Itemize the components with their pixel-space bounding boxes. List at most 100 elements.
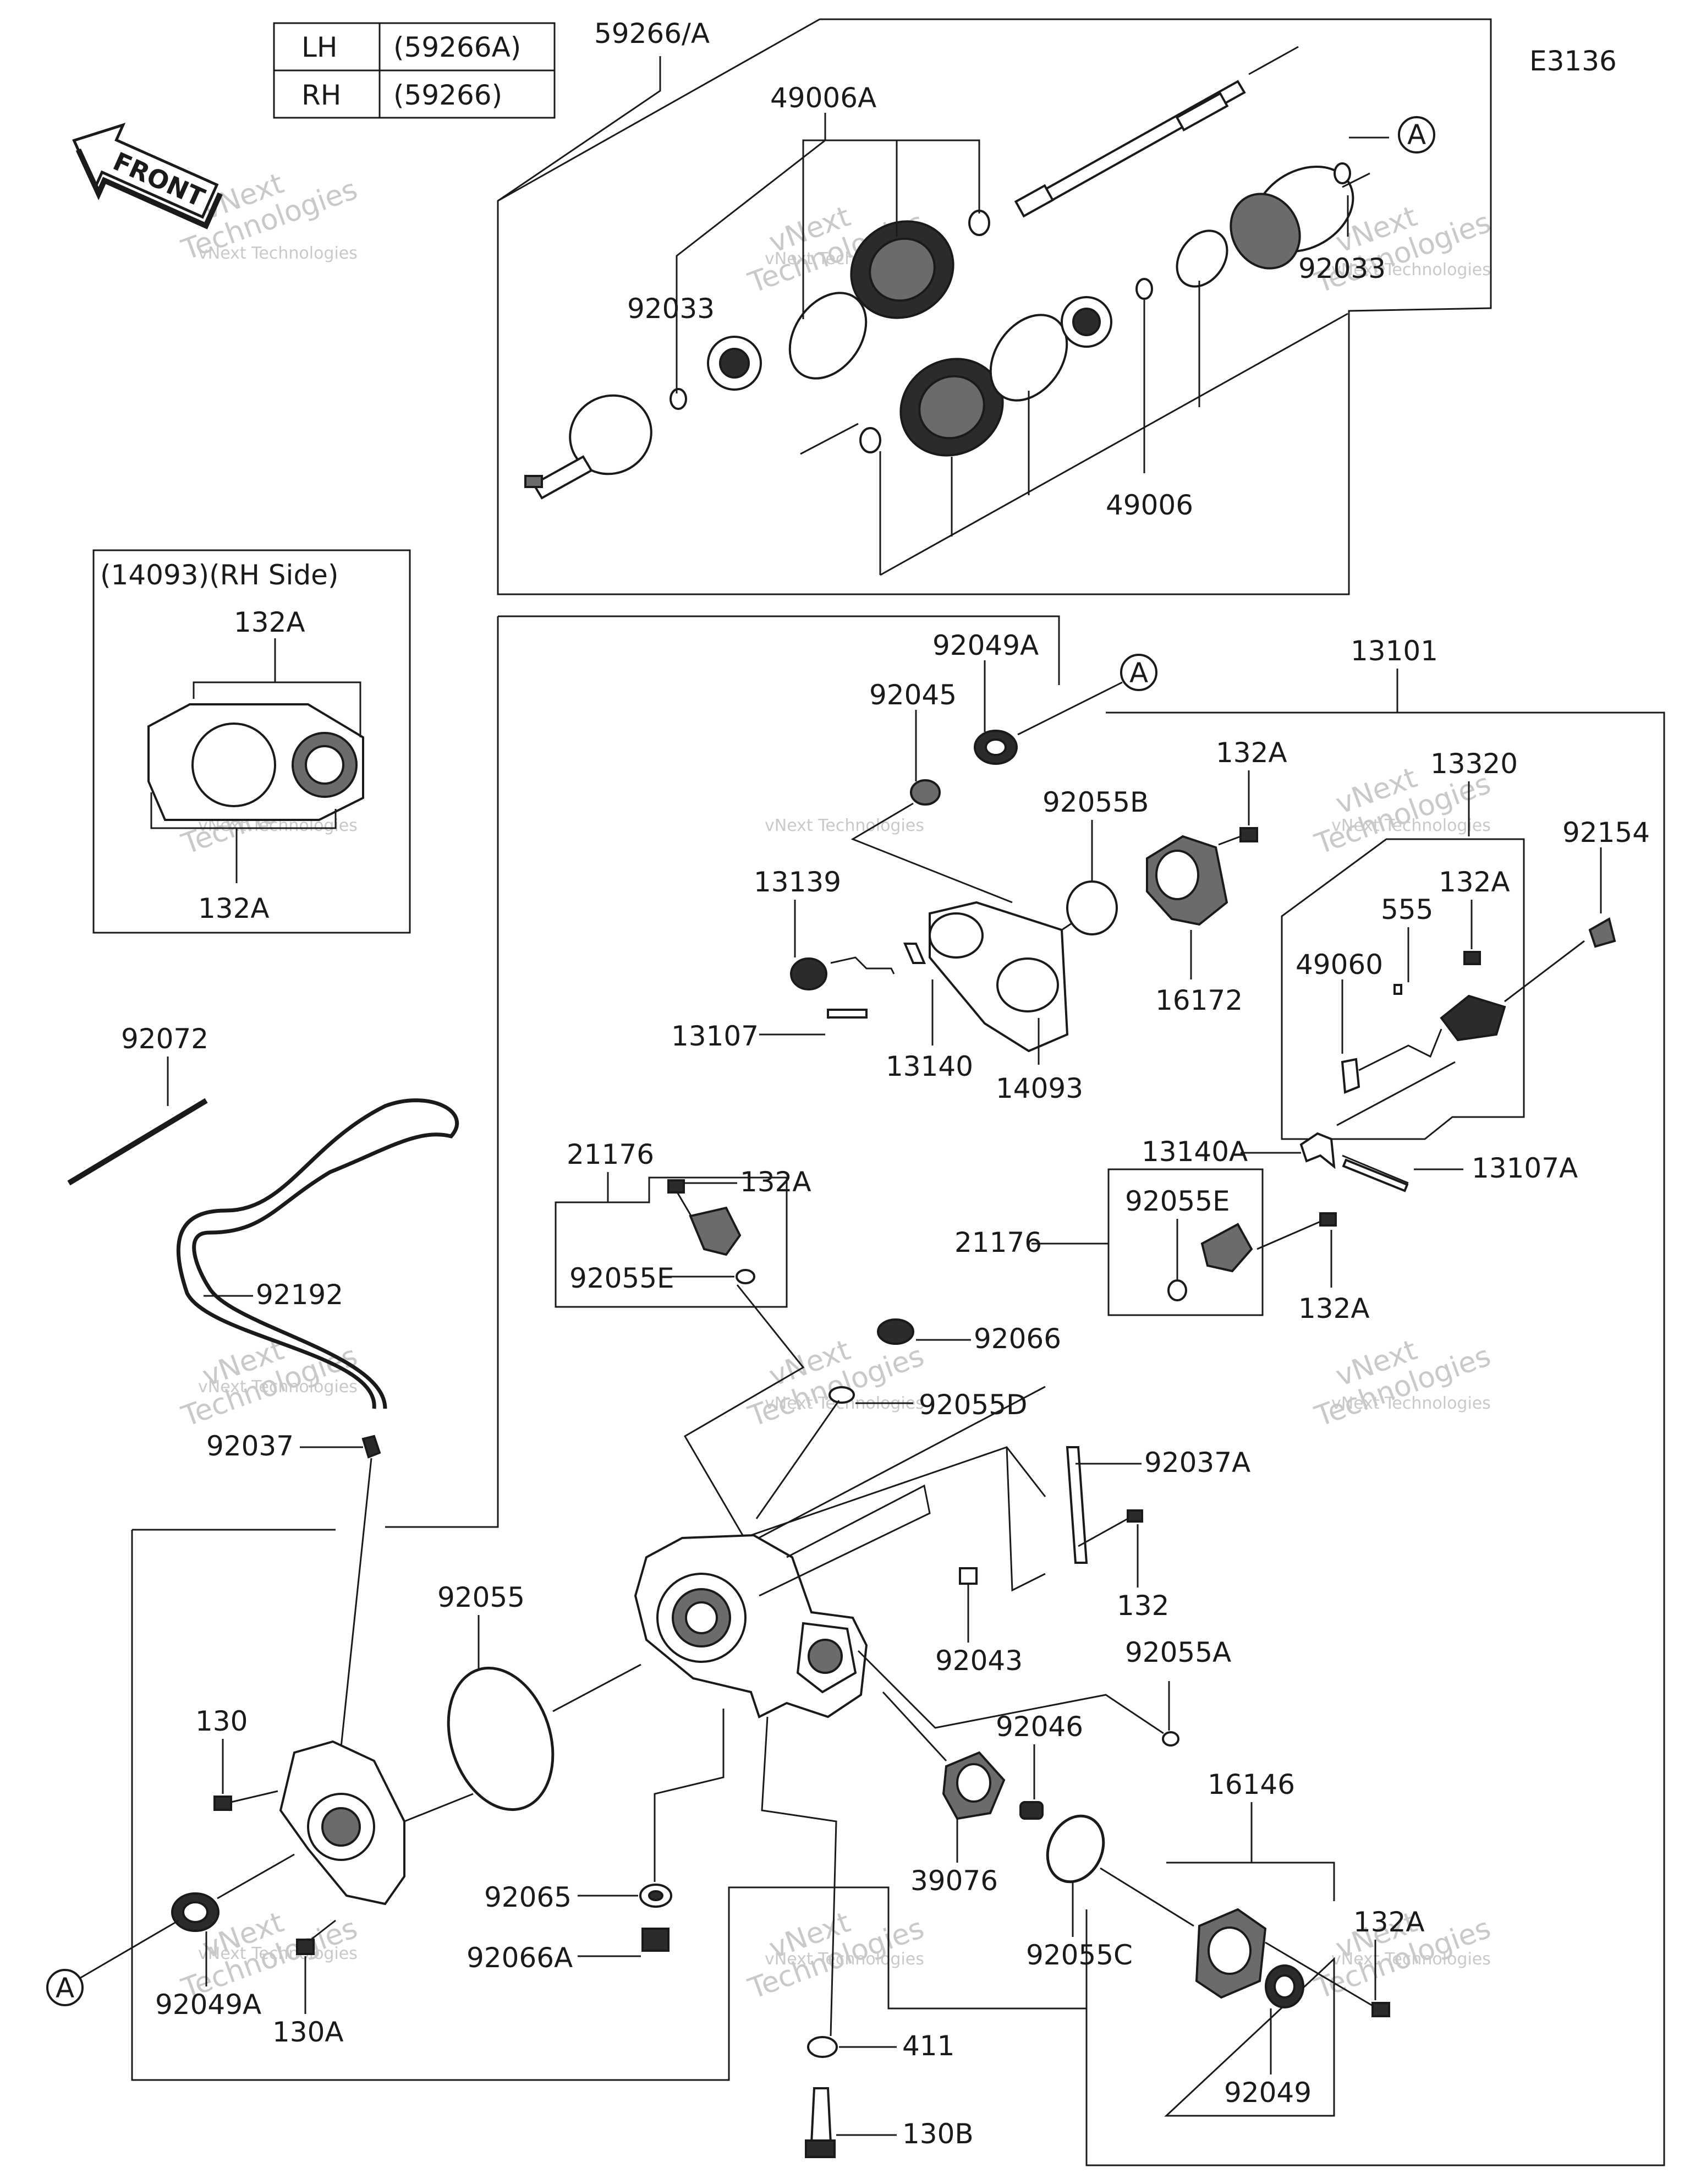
plug-axis bbox=[755, 1400, 840, 1519]
inset-frame bbox=[92, 549, 411, 934]
front-arrow-icon: FRONT bbox=[72, 123, 223, 229]
group-16146-frame bbox=[1164, 1862, 1335, 2117]
cover-bore bbox=[929, 912, 984, 959]
label-92066A: 92066A bbox=[467, 1942, 573, 1974]
label-13107: 13107 bbox=[671, 1020, 759, 1052]
ref-marker-label: A bbox=[1407, 119, 1426, 151]
bolt-axis bbox=[761, 1716, 837, 2037]
leader-49006A bbox=[802, 139, 825, 319]
spring-92046 bbox=[1019, 1801, 1044, 1820]
cable-tie-92072 bbox=[67, 1098, 208, 1186]
pin-13107A bbox=[1342, 1154, 1409, 1184]
shift-rod bbox=[1504, 940, 1585, 1003]
shift-drum-13320 bbox=[1440, 994, 1506, 1042]
label-92055E: 92055E bbox=[569, 1262, 674, 1294]
cover-bore bbox=[996, 957, 1059, 1012]
gear-13139 bbox=[790, 957, 827, 990]
boot-band-large bbox=[1176, 229, 1228, 288]
label-130: 130 bbox=[195, 1705, 248, 1737]
shaft-axis bbox=[1248, 46, 1299, 75]
seal-axis bbox=[217, 1853, 295, 1900]
label-16146: 16146 bbox=[1208, 1769, 1295, 1800]
oring-92055E bbox=[736, 1269, 755, 1284]
ref-marker-label: A bbox=[1129, 657, 1148, 689]
lever-49060 bbox=[1341, 1058, 1360, 1094]
outer-cv-spline bbox=[532, 455, 593, 500]
label-49006A: 49006A bbox=[770, 82, 876, 114]
inset-leader bbox=[150, 792, 337, 829]
inset-title: (14093)(RH Side) bbox=[100, 559, 338, 591]
label-92049A: 92049A bbox=[155, 1989, 261, 2021]
main-frame-top bbox=[498, 615, 1060, 685]
label-132A: 132A bbox=[234, 606, 305, 638]
label-13140A: 13140A bbox=[1142, 1136, 1248, 1168]
watermark-small: vNext Technologies bbox=[198, 1944, 358, 1963]
sensor-axis-left bbox=[683, 1284, 805, 1536]
clamp-92037A bbox=[1066, 1446, 1088, 1564]
watermark: vNext Technologies bbox=[744, 1906, 928, 2006]
label-92072: 92072 bbox=[121, 1023, 208, 1055]
bolt-130A bbox=[296, 1939, 315, 1955]
label-92192: 92192 bbox=[256, 1279, 343, 1311]
bolt-132A bbox=[1371, 2002, 1390, 2017]
clamp-92037 bbox=[361, 1435, 381, 1459]
label-92037: 92037 bbox=[206, 1430, 294, 1462]
leader-ref-A bbox=[79, 1919, 179, 1979]
clamp-axis bbox=[1006, 1447, 1046, 1592]
cover-left bbox=[279, 1740, 405, 1906]
label-130B: 130B bbox=[902, 2118, 974, 2150]
label-13140: 13140 bbox=[886, 1050, 973, 1082]
circlip bbox=[1334, 162, 1351, 184]
leader-49060-link bbox=[1358, 1028, 1442, 1071]
label-92043: 92043 bbox=[935, 1645, 1023, 1677]
leader-14093-link bbox=[851, 802, 1013, 904]
seal-92045 bbox=[910, 779, 941, 806]
label-132A: 132A bbox=[1298, 1293, 1370, 1324]
watermark-small: vNext Technologies bbox=[765, 1950, 924, 1969]
watermark-small: vNext Technologies bbox=[1331, 1950, 1491, 1969]
label-92066: 92066 bbox=[974, 1323, 1061, 1355]
group-21176-right bbox=[1107, 1168, 1264, 1316]
pin-13107 bbox=[827, 1009, 868, 1019]
label-92055C: 92055C bbox=[1026, 1939, 1133, 1971]
lower-left-frame bbox=[131, 1530, 1087, 2081]
oring-92055C bbox=[1046, 1814, 1105, 1884]
shaft-spline bbox=[1175, 92, 1229, 132]
circlip bbox=[1135, 278, 1153, 300]
bolt-132A-shank bbox=[1265, 1941, 1373, 2007]
outer-cv-tip bbox=[524, 475, 543, 488]
leader-13139-link bbox=[830, 956, 895, 975]
oring-92055E bbox=[1167, 1279, 1187, 1301]
coupling-39076-face bbox=[956, 1763, 991, 1803]
leader-49006A bbox=[897, 139, 980, 214]
leader-ref-A bbox=[1017, 681, 1123, 736]
label-21176: 21176 bbox=[954, 1227, 1042, 1258]
boot-outer bbox=[850, 220, 954, 319]
leader-92033 bbox=[676, 113, 826, 393]
inner-cv-cup bbox=[1230, 193, 1301, 270]
label-14093: 14093 bbox=[996, 1072, 1083, 1104]
ref-marker bbox=[46, 1969, 84, 2006]
shaft-spline bbox=[1014, 184, 1055, 218]
case-axis bbox=[750, 1446, 1046, 1536]
label-132A: 132A bbox=[740, 1166, 811, 1198]
speed-sensor-21176 bbox=[1200, 1223, 1253, 1273]
label-92055E: 92055E bbox=[1125, 1185, 1230, 1217]
label-92049: 92049 bbox=[1224, 2077, 1312, 2109]
bolt-132A-shank bbox=[1256, 1220, 1321, 1250]
housing-16172-face bbox=[1155, 850, 1199, 900]
coupling-axis bbox=[882, 1691, 947, 1762]
ref-marker bbox=[1120, 654, 1157, 691]
leader-fork-link bbox=[1336, 1061, 1456, 1126]
group-21176-left bbox=[555, 1176, 788, 1308]
oil-seal-92049A-bore bbox=[985, 738, 1007, 756]
boot-band-small bbox=[859, 427, 881, 453]
bolt-130 bbox=[213, 1796, 232, 1811]
fork-13140A bbox=[1299, 1132, 1336, 1169]
variant-table: LH (59266A) RH (59266) bbox=[273, 22, 556, 119]
bolt-132A bbox=[1239, 827, 1258, 842]
bearing-cage-hub bbox=[1072, 308, 1101, 336]
hose-to-cover bbox=[340, 1458, 372, 1748]
variant-side-rh: RH bbox=[301, 79, 341, 111]
